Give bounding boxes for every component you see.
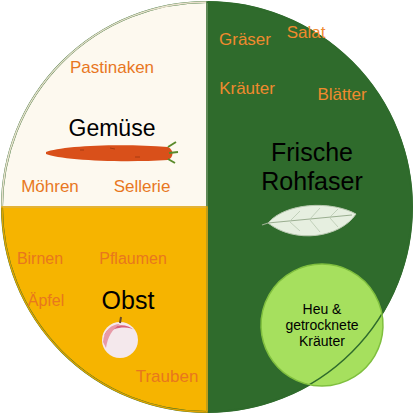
hay-circle: Heu & getrocknete Kräuter (261, 264, 383, 386)
food-item: Birnen (17, 250, 63, 268)
fiber-segment (207, 2, 412, 412)
food-item: Trauben (136, 367, 199, 387)
circle-label: Heu & getrocknete Kräuter (279, 301, 365, 349)
food-item: Kräuter (219, 79, 275, 99)
vegetable-segment (2, 2, 207, 207)
food-item: Sellerie (114, 177, 171, 197)
fiber-segment: Gräser SalatKräuter BlätterFrische Rohfase… (207, 0, 415, 415)
leaf-picture (262, 205, 356, 235)
vegetable-segment-outline (0, 0, 207, 207)
pie-outline (2, 2, 412, 412)
fruit-segment (2, 207, 207, 412)
food-item: Pflaumen (99, 250, 167, 268)
carrot-picture (46, 142, 178, 163)
segment-heading: Gemüse (69, 115, 156, 141)
food-item: Pastinaken (70, 58, 154, 78)
segment-heading: Obst (102, 286, 155, 315)
hay-circle (261, 264, 383, 386)
fruit-segment: Birnen PflaumenÄpfel ObstTrauben (0, 207, 207, 415)
segment-heading: Frische Rohfaser (237, 138, 387, 196)
food-item: Gräser (219, 30, 271, 50)
apple-picture (102, 317, 138, 358)
fiber-segment-outline (207, 0, 415, 415)
food-item: Blätter (317, 85, 366, 105)
food-item: Möhren (21, 177, 79, 197)
vegetable-segment: PastinakenGemüseMöhren Sellerie (0, 0, 207, 207)
food-item: Salat (287, 23, 326, 43)
food-item: Äpfel (28, 292, 64, 310)
